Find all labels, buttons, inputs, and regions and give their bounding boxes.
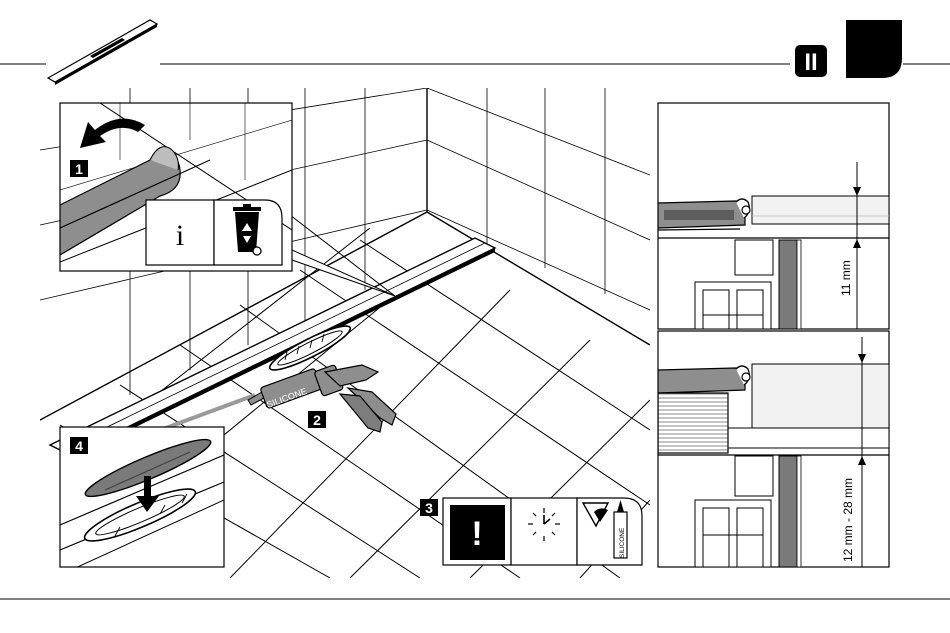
step3-number: 3 — [425, 500, 433, 516]
step4-panel: 4 — [60, 427, 224, 575]
svg-text:i: i — [176, 219, 184, 252]
step1-icon-box: i — [146, 200, 282, 265]
dimension-label-bottom: 12 mm - 28 mm — [841, 478, 855, 562]
info-icon: i — [176, 219, 184, 252]
step4-badge: 4 — [70, 437, 88, 454]
chapter-mark-label: II — [804, 49, 817, 76]
step4-number: 4 — [75, 438, 83, 454]
step2-number: 2 — [313, 412, 321, 428]
step1-badge: 1 — [70, 160, 88, 177]
detail-top: 11 mm — [658, 103, 889, 329]
step3-panel: 3 ! SILICONE — [420, 498, 642, 565]
step1-panel: 1 i — [60, 103, 292, 271]
step1-number: 1 — [75, 161, 83, 177]
step2-badge: 2 — [308, 411, 326, 428]
dimension-label-top: 11 mm — [839, 260, 853, 296]
detail-bottom: 12 mm - 28 mm — [658, 331, 889, 567]
drain-channel-thumbnail — [48, 20, 157, 85]
svg-text:!: ! — [471, 515, 482, 553]
chapter-tab — [846, 20, 902, 78]
step3-badge: 3 — [420, 499, 438, 516]
tube-label: SILICONE — [619, 527, 626, 558]
page-header: II — [0, 20, 950, 85]
warning-icon: ! — [450, 505, 505, 560]
chapter-mark: II — [795, 20, 902, 78]
